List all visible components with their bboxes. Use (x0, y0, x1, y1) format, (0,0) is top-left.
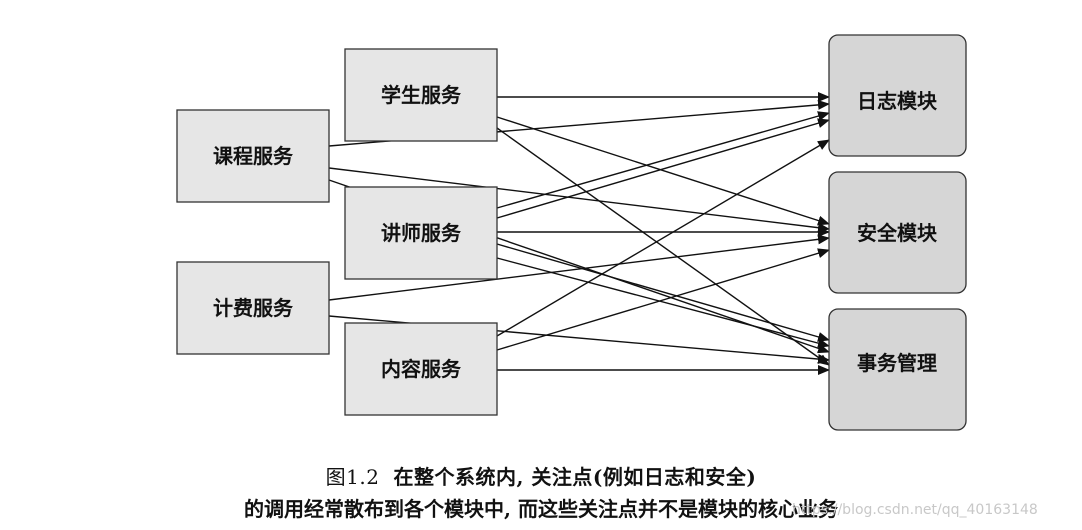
figure-caption-line2: 的调用经常散布到各个模块中, 而这些关注点并不是模块的核心业务 (244, 497, 838, 521)
module-log-label: 日志模块 (857, 89, 938, 113)
edge-content-security (496, 248, 830, 351)
service-content: 内容服务 (344, 322, 498, 416)
watermark-url: https://blog.csdn.net/qq_40163148 (792, 502, 1038, 518)
module-security: 安全模块 (828, 171, 967, 294)
figure-caption-line1: 图1.2 在整个系统内, 关注点(例如日志和安全) (0, 461, 1082, 490)
figure-number: 图1.2 (325, 465, 380, 489)
edge-student-transaction (496, 127, 830, 366)
service-lecturer: 讲师服务 (344, 186, 498, 280)
service-billing: 计费服务 (176, 261, 330, 355)
service-billing-label: 计费服务 (213, 296, 294, 320)
service-course-label: 课程服务 (213, 144, 294, 168)
edge-lecturer-log1 (496, 111, 830, 209)
service-course: 课程服务 (176, 109, 330, 203)
module-security-label: 安全模块 (857, 221, 938, 245)
module-transaction-label: 事务管理 (857, 351, 937, 375)
service-lecturer-label: 讲师服务 (381, 221, 462, 245)
edge-course-security (328, 167, 830, 233)
figure-caption-text: 在整个系统内, 关注点(例如日志和安全) (393, 465, 757, 489)
module-transaction: 事务管理 (828, 308, 967, 431)
edge-lecturer-transaction1 (496, 243, 830, 342)
service-student-label: 学生服务 (381, 83, 462, 107)
service-content-label: 内容服务 (381, 357, 462, 381)
edge-content-log (496, 139, 830, 337)
module-log: 日志模块 (828, 34, 967, 157)
edge-lecturer-transaction2 (496, 257, 830, 349)
service-student: 学生服务 (344, 48, 498, 142)
edge-lecturer-log2 (496, 118, 830, 219)
edge-student-security (496, 116, 830, 226)
edge-billing-security (328, 234, 830, 301)
